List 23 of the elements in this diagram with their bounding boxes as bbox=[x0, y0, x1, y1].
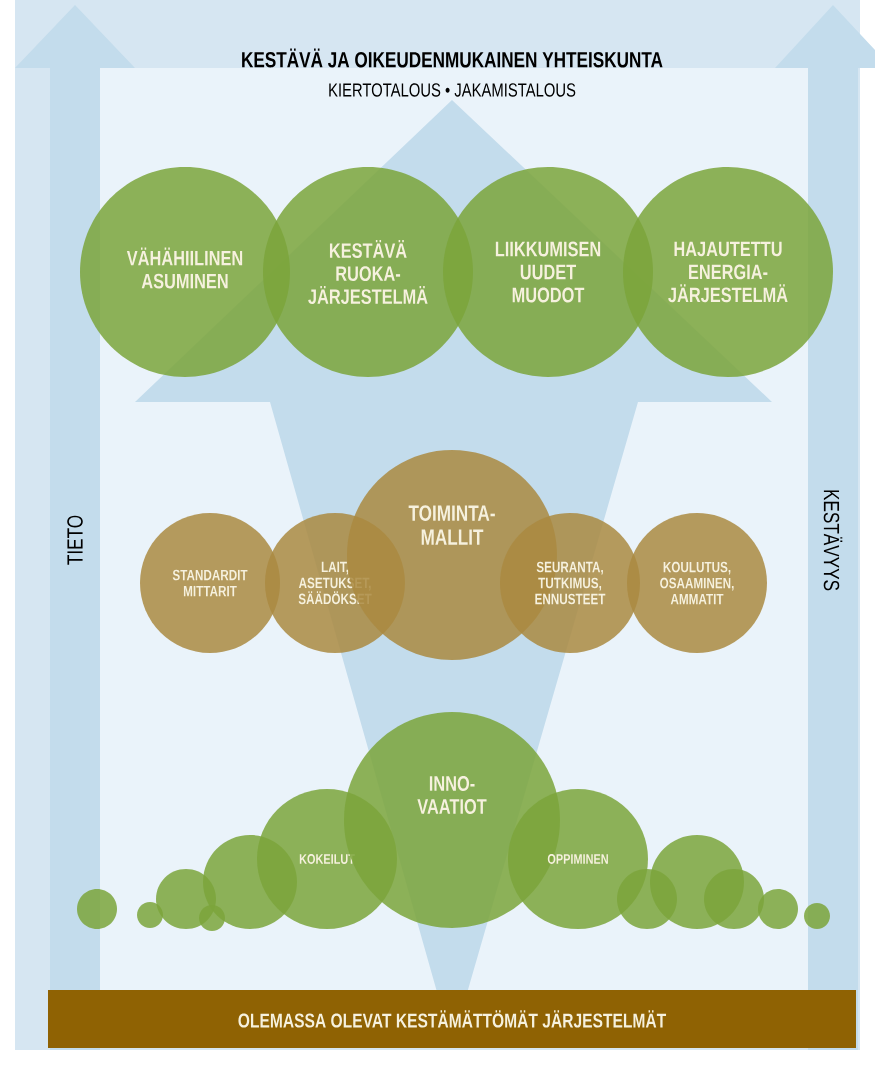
circle bbox=[804, 903, 830, 929]
band-label: KESTÄVYYS bbox=[823, 490, 843, 591]
circle-text: KESTÄVÄ RUOKA- JÄRJESTELMÄ bbox=[308, 239, 428, 305]
circle bbox=[758, 889, 798, 929]
circle bbox=[623, 167, 833, 377]
band-label: TIETO bbox=[67, 515, 83, 565]
subtitle: KIERTOTALOUS • JAKAMISTALOUS bbox=[329, 83, 576, 97]
circle-text: STANDARDIT MITTARIT bbox=[172, 569, 248, 597]
circle-text: KOULUTUS, OSAAMINEN, AMMATIT bbox=[660, 561, 734, 605]
circle bbox=[77, 889, 117, 929]
circle-text: TOIMINTA- MALLIT bbox=[408, 505, 495, 545]
circle-text: OPPIMINEN bbox=[547, 854, 608, 864]
circle bbox=[627, 513, 767, 653]
circle-text: SEURANTA, TUTKIMUS, ENNUSTEET bbox=[535, 561, 606, 605]
title: KESTÄVÄ JA OIKEUDENMUKAINEN YHTEISKUNTA bbox=[242, 48, 663, 68]
circle-text: KOKEILUT bbox=[299, 854, 355, 864]
circle-text: HAJAUTETTU ENERGIA- JÄRJESTELMÄ bbox=[668, 241, 788, 303]
circle bbox=[137, 902, 163, 928]
base-band: OLEMASSA OLEVAT KESTÄMÄTTÖMÄT JÄRJESTELMÄT bbox=[48, 990, 856, 1048]
circle bbox=[508, 789, 648, 929]
circle-text: VÄHÄHIILINEN ASUMINEN bbox=[126, 247, 243, 289]
circle-text: LIIKKUMISEN UUDET MUODOT bbox=[495, 241, 601, 303]
circle-text: INNO- VAATIOT bbox=[417, 776, 487, 814]
